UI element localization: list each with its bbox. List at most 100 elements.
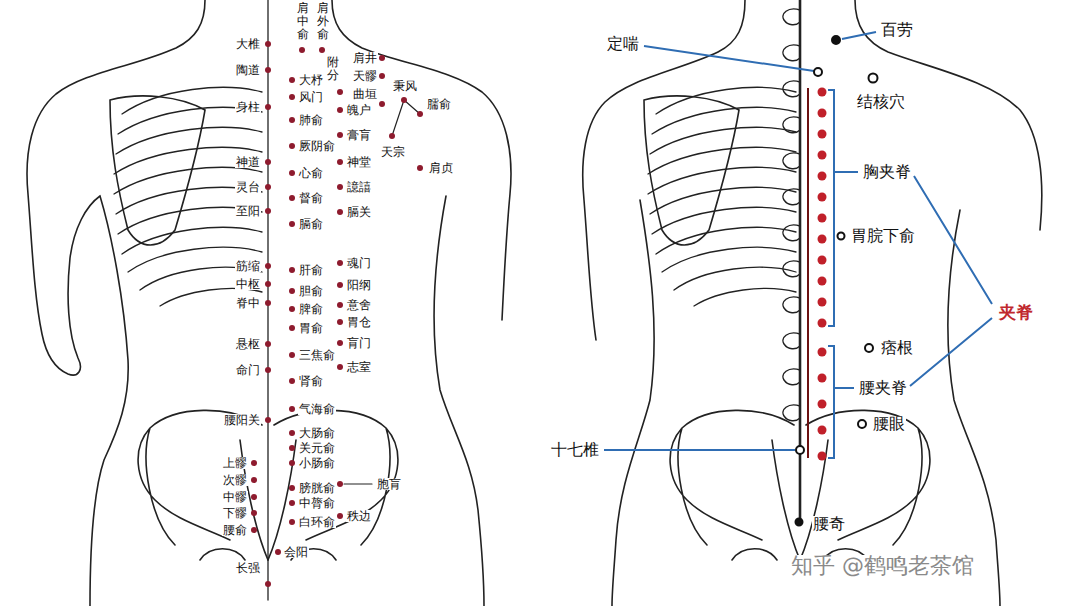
acupoint-dot (289, 378, 295, 384)
acupoint-label: 魂门 (346, 257, 372, 269)
acupoint-label: 魄户 (346, 104, 372, 116)
acupoint-label: 神堂 (346, 156, 372, 168)
pelvis (800, 410, 930, 560)
acupoint-dot (265, 281, 271, 287)
acupoint-label: 胆俞 (298, 285, 324, 297)
acupoint-label: 悬枢 (235, 338, 261, 350)
acupoint-label: 中膂俞 (298, 497, 336, 509)
acupoint-label: 厥阴俞 (298, 140, 336, 152)
point-dot (796, 519, 803, 526)
acupoint-dot (337, 159, 343, 165)
acupoint-dot (379, 55, 385, 61)
acupoint-dot (401, 97, 407, 103)
jiaji-dot (818, 277, 827, 286)
acupoint-dot (289, 288, 295, 294)
acupoint-dot (337, 302, 343, 308)
acupoint-dot (319, 47, 325, 53)
acupoint-label: 膀胱俞 (298, 482, 336, 494)
jiaji-dot (818, 298, 827, 307)
acupoint-dot (337, 340, 343, 346)
acupoint-dot (417, 165, 423, 171)
acupoint-label: 臑俞 (426, 98, 452, 110)
acupoint-label: 肩中俞 (296, 2, 310, 42)
acupoint-dot (379, 73, 385, 79)
acupoint-label: 肓门 (346, 337, 372, 349)
acupoint-label: 胃仓 (346, 316, 372, 328)
acupoint-dot (289, 94, 295, 100)
acupoint-label: 腰眼 (872, 416, 906, 432)
acupoint-dot (265, 208, 271, 214)
acupoint-dot (379, 101, 385, 107)
jiaji-dot (818, 172, 827, 181)
acupoint-label: 肺俞 (298, 114, 324, 126)
acupoint-dot (265, 159, 271, 165)
acupoint-label: 胸夹脊 (862, 164, 912, 180)
acupoint-dot (289, 170, 295, 176)
acupoint-dot (337, 209, 343, 215)
acupoint-label: 命门 (235, 364, 261, 376)
jiaji-dot (818, 452, 827, 461)
ribs (648, 87, 796, 306)
acupoint-dot (337, 184, 343, 190)
acupoint-dot (337, 107, 343, 113)
acupoint-label: 志室 (346, 361, 372, 373)
acupoint-dot (265, 581, 271, 587)
acupoint-label: 肾俞 (298, 375, 324, 387)
acupoint-dot (265, 417, 271, 423)
acupoint-label: 心俞 (298, 167, 324, 179)
jiaji-dot (818, 374, 827, 383)
acupoint-label: 上髎 (222, 457, 248, 469)
watermark: 知乎 @鹤鸣老茶馆 (790, 555, 975, 577)
acupoint-dot (337, 319, 343, 325)
body-outline (27, 0, 511, 606)
acupoint-label: 百劳 (880, 22, 914, 38)
acupoint-label: 关元俞 (298, 442, 336, 454)
point-ring (858, 420, 866, 428)
acupoint-label: 十七椎 (550, 442, 600, 458)
acupoint-label: 膏肓 (346, 129, 372, 141)
acupoint-label: 下髎 (222, 507, 248, 519)
acupoint-dot (289, 221, 295, 227)
acupoint-dot (265, 263, 271, 269)
acupoint-label: 中髎 (222, 491, 248, 503)
jiaji-line (807, 88, 809, 458)
acupoint-label: 天宗 (380, 146, 406, 158)
acupoint-label: 中枢 (235, 278, 261, 290)
acupoint-label: 风门 (298, 91, 324, 103)
bracket (828, 90, 858, 458)
acupoint-dot (337, 364, 343, 370)
acupoint-label: 身柱 (235, 101, 261, 113)
acupoint-label: 曲垣 (352, 88, 378, 100)
acupoint-label: 肝俞 (298, 264, 324, 276)
jiaji-dot (818, 193, 827, 202)
jiaji-dot (818, 256, 827, 265)
acupoint-dot (337, 513, 343, 519)
acupoint-label: 胃脘下俞 (850, 228, 916, 244)
acupoint-label: 胃俞 (298, 322, 324, 334)
jiaji-dot (818, 109, 827, 118)
point-ring (796, 446, 804, 454)
jiaji-dot (818, 214, 827, 223)
jiaji-dot (818, 130, 827, 139)
ribs (114, 87, 262, 306)
acupoint-label: 肩贞 (428, 162, 454, 174)
acupoint-label: 白环俞 (298, 516, 336, 528)
acupoint-label: 筋缩 (235, 260, 261, 272)
acupoint-dot (289, 77, 295, 83)
acupoint-dot (251, 460, 257, 466)
acupoint-dot (337, 132, 343, 138)
acupoint-label: 肩井 (352, 52, 378, 64)
acupoint-dot (337, 282, 343, 288)
acupoint-dot (289, 406, 295, 412)
acupoint-dot (299, 47, 305, 53)
acupoint-dot (265, 41, 271, 47)
acupoint-dot (417, 111, 423, 117)
acupoint-dot (251, 527, 257, 533)
pelvis (670, 410, 800, 560)
acupoint-dot (251, 494, 257, 500)
leader-line (604, 32, 992, 450)
acupoint-dot (265, 367, 271, 373)
